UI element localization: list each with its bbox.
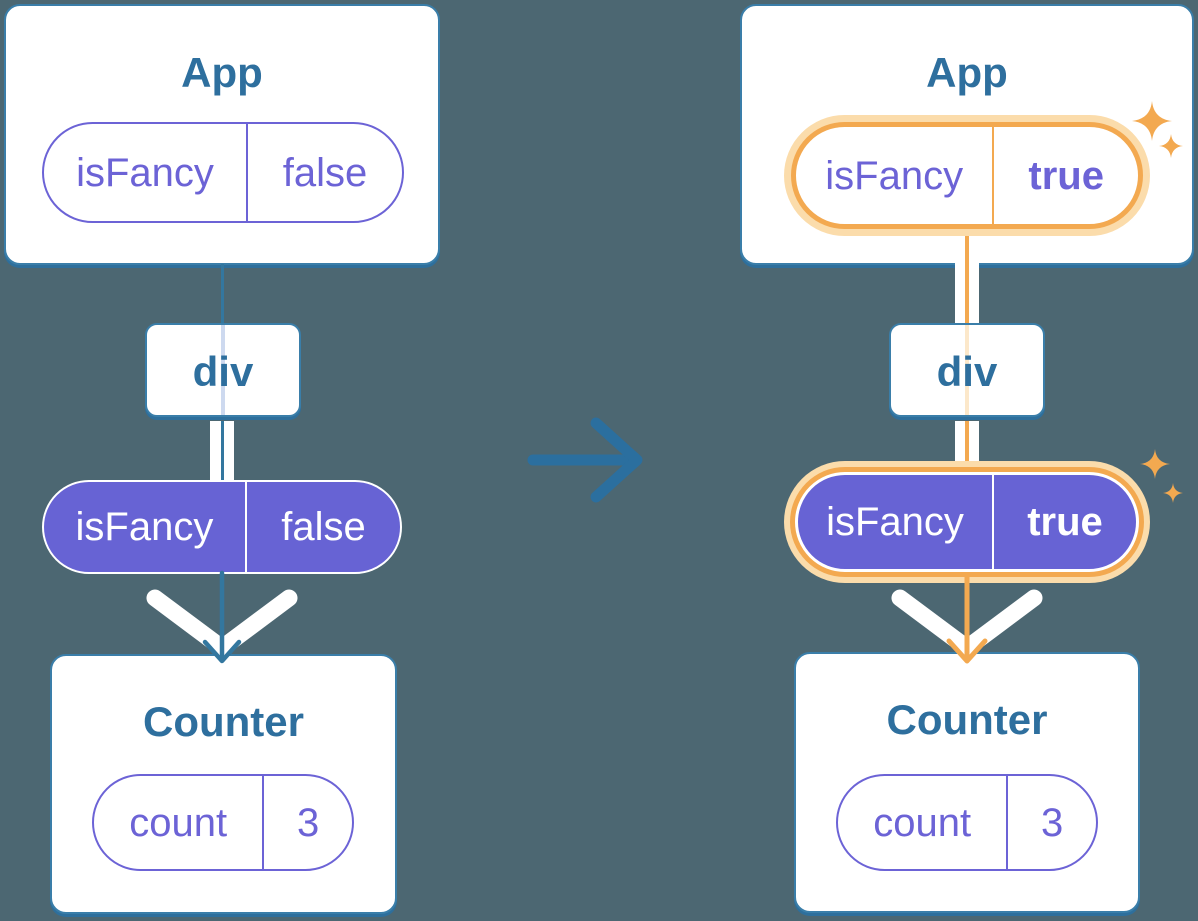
state-value-cell: true (1028, 153, 1104, 198)
after-div-label: div (936, 348, 998, 395)
after-app-div-connector-line (965, 230, 969, 324)
after-counter-title: Counter (886, 696, 1048, 743)
before-prop-pill: isFancy false (42, 480, 402, 574)
state-value-cell: 3 (297, 800, 320, 845)
before-counter-title: Counter (143, 698, 304, 745)
state-value-cell: false (282, 150, 368, 195)
after-counter-state-pill: count 3 (836, 774, 1098, 871)
before-app-div-connector-line (220, 264, 224, 324)
state-value-cell: 3 (1041, 800, 1064, 845)
prop-value-cell: true (1027, 500, 1103, 544)
after-prop-flow-arrow-icon (891, 572, 1043, 664)
div-passthrough-line (221, 325, 225, 415)
sparkle-icon (1132, 101, 1183, 158)
before-app-title: App (181, 49, 263, 96)
after-app-state-pill: isFancy true (791, 122, 1143, 229)
state-name-cell: isFancy (796, 127, 995, 224)
after-prop-pill: isFancy true (795, 472, 1139, 572)
state-name-cell: count (94, 776, 265, 869)
state-name-cell: isFancy (44, 124, 249, 221)
prop-value-cell: false (281, 505, 366, 549)
before-app-state-pill: isFancy false (42, 122, 404, 223)
transition-arrow-icon (527, 417, 643, 503)
after-app-title: App (926, 49, 1008, 96)
div-passthrough-line (965, 325, 969, 415)
before-div-card: div (145, 323, 301, 417)
prop-name-cell: isFancy (798, 475, 995, 569)
sparkle-icon (1140, 449, 1183, 503)
before-div-label: div (192, 348, 254, 395)
after-div-card: div (889, 323, 1045, 417)
before-prop-flow-arrow-icon (146, 570, 298, 664)
before-counter-state-pill: count 3 (92, 774, 354, 871)
state-name-cell: count (838, 776, 1009, 869)
after-div-prop-connector-line (965, 421, 969, 471)
prop-name-cell: isFancy (44, 482, 247, 572)
before-div-prop-connector-line (220, 421, 224, 482)
